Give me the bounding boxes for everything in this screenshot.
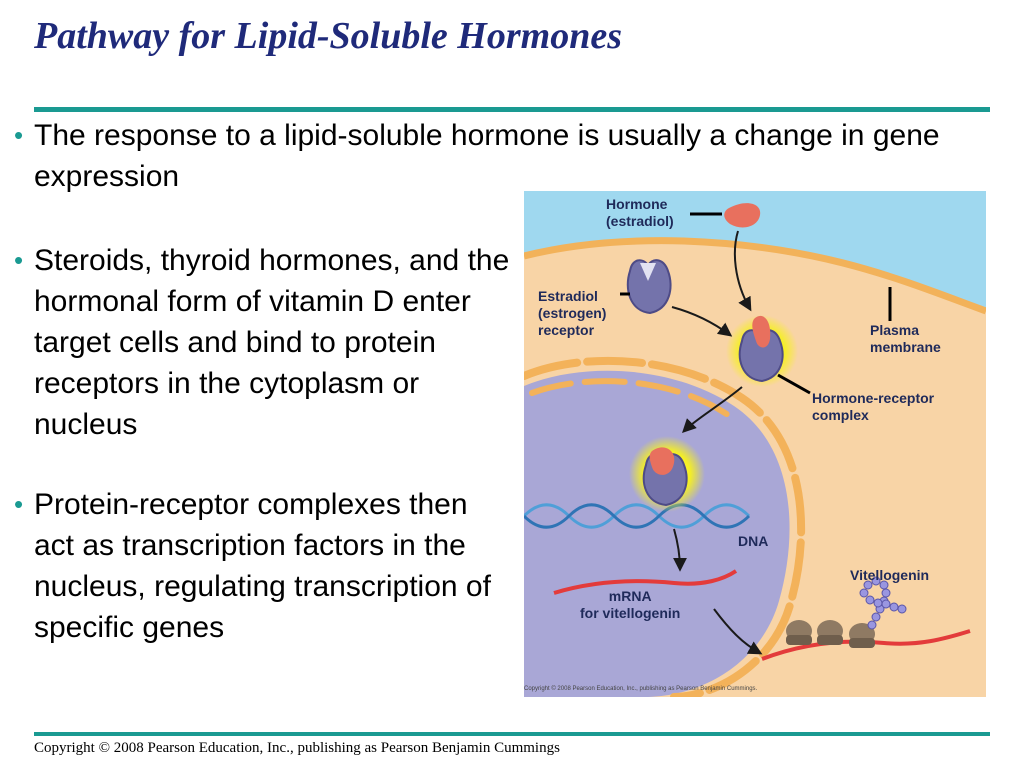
extracellular-space [524,191,986,311]
label-hormone-receptor-complex: Hormone-receptor complex [812,390,935,423]
dna-strand-a [524,503,751,529]
bullet-dot-icon: • [14,245,24,275]
bullet-text: The response to a lipid-soluble hormone … [34,119,940,193]
complex-leader-line [777,373,811,395]
hormone-molecule [724,203,761,228]
nucleus [524,370,790,697]
label-mrna: mRNA for vitellogenin [580,588,681,621]
label-dna: DNA [738,533,769,549]
bullet-text: Steroids, thyroid hormones, and the horm… [34,244,510,441]
mrna-strand-cytoplasm [761,629,971,661]
title-divider [34,107,990,112]
label-vitellogenin: Vitellogenin [850,567,930,583]
slide-copyright: Copyright © 2008 Pearson Education, Inc.… [34,740,560,756]
bullet-dot-icon: • [14,489,24,519]
label-plasma-membrane: Plasma membrane [870,322,941,355]
hormone-receptor-complex [726,315,798,387]
nuclear-hormone-receptor-complex [629,436,705,512]
ribosomes [786,620,875,648]
slide-title: Pathway for Lipid-Soluble Hormones [34,15,622,57]
arrow-mrna-export [713,608,763,655]
mrna-strand-nucleus [553,569,738,595]
arrow-receptor-binding [671,306,733,337]
vitellogenin-protein [859,576,907,630]
dna-strand-b [524,503,751,529]
arrow-transcription [672,528,687,572]
arrow-to-nucleus [682,386,743,433]
figure-copyright: Copyright © 2008 Pearson Education, Inc.… [524,686,758,692]
arrow-hormone-entry [733,230,752,312]
bullet-transcription-factors: • Protein-receptor complexes then act as… [14,484,514,648]
nuclear-envelope [524,356,806,697]
footer-divider [34,732,990,736]
hormone-pathway-figure: Hormone (estradiol) Estradiol (estrogen)… [524,191,986,697]
bullet-gene-expression: • The response to a lipid-soluble hormon… [14,115,994,197]
bullet-dot-icon: • [14,120,24,150]
nuclear-envelope-inner [529,378,731,418]
estrogen-receptor [626,259,672,315]
plasma-membrane [524,237,986,315]
label-hormone: Hormone (estradiol) [606,196,674,229]
bullet-text: Protein-receptor complexes then act as t… [34,488,491,644]
bullet-steroids: • Steroids, thyroid hormones, and the ho… [14,240,514,445]
pathway-illustration [524,191,986,697]
label-estrogen-receptor: Estradiol (estrogen) receptor [538,288,607,338]
